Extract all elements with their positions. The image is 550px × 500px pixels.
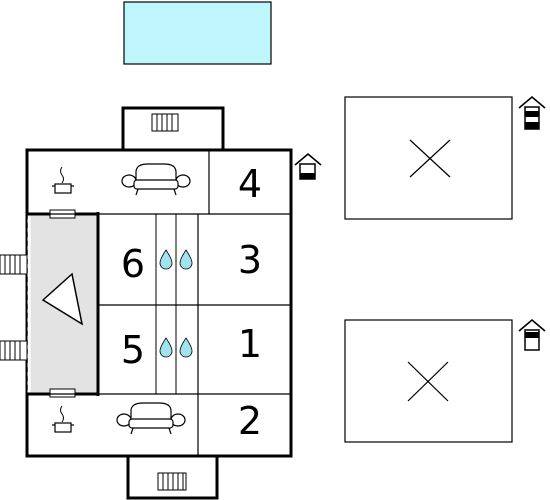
stairs-icon <box>0 254 28 275</box>
radiator-icon <box>151 113 179 132</box>
shower-drop-icon <box>179 337 193 358</box>
room-1-number: 1 <box>238 322 262 366</box>
outbuilding-top <box>344 96 513 220</box>
pool <box>123 1 272 65</box>
window-marker <box>49 388 76 398</box>
stairs-icon <box>0 340 28 361</box>
room-5-number: 5 <box>121 328 145 372</box>
shower-drop-icon <box>179 249 193 270</box>
radiator-icon <box>157 472 187 491</box>
cooking-pot-icon <box>52 405 74 433</box>
room-3-number: 3 <box>238 238 262 282</box>
cooking-pot-icon <box>52 166 74 194</box>
room-6-number: 6 <box>121 242 145 286</box>
room-2-number: 2 <box>238 399 262 443</box>
shower-drop-icon <box>159 337 173 358</box>
house-marker-icon <box>294 152 322 180</box>
house-marker-icon <box>518 95 546 130</box>
sofa-icon <box>121 163 191 196</box>
house-marker-icon <box>518 318 546 351</box>
shower-drop-icon <box>159 249 173 270</box>
room-4-number: 4 <box>238 162 262 206</box>
sofa-icon <box>116 402 186 435</box>
hall-triangle-icon <box>41 272 84 326</box>
